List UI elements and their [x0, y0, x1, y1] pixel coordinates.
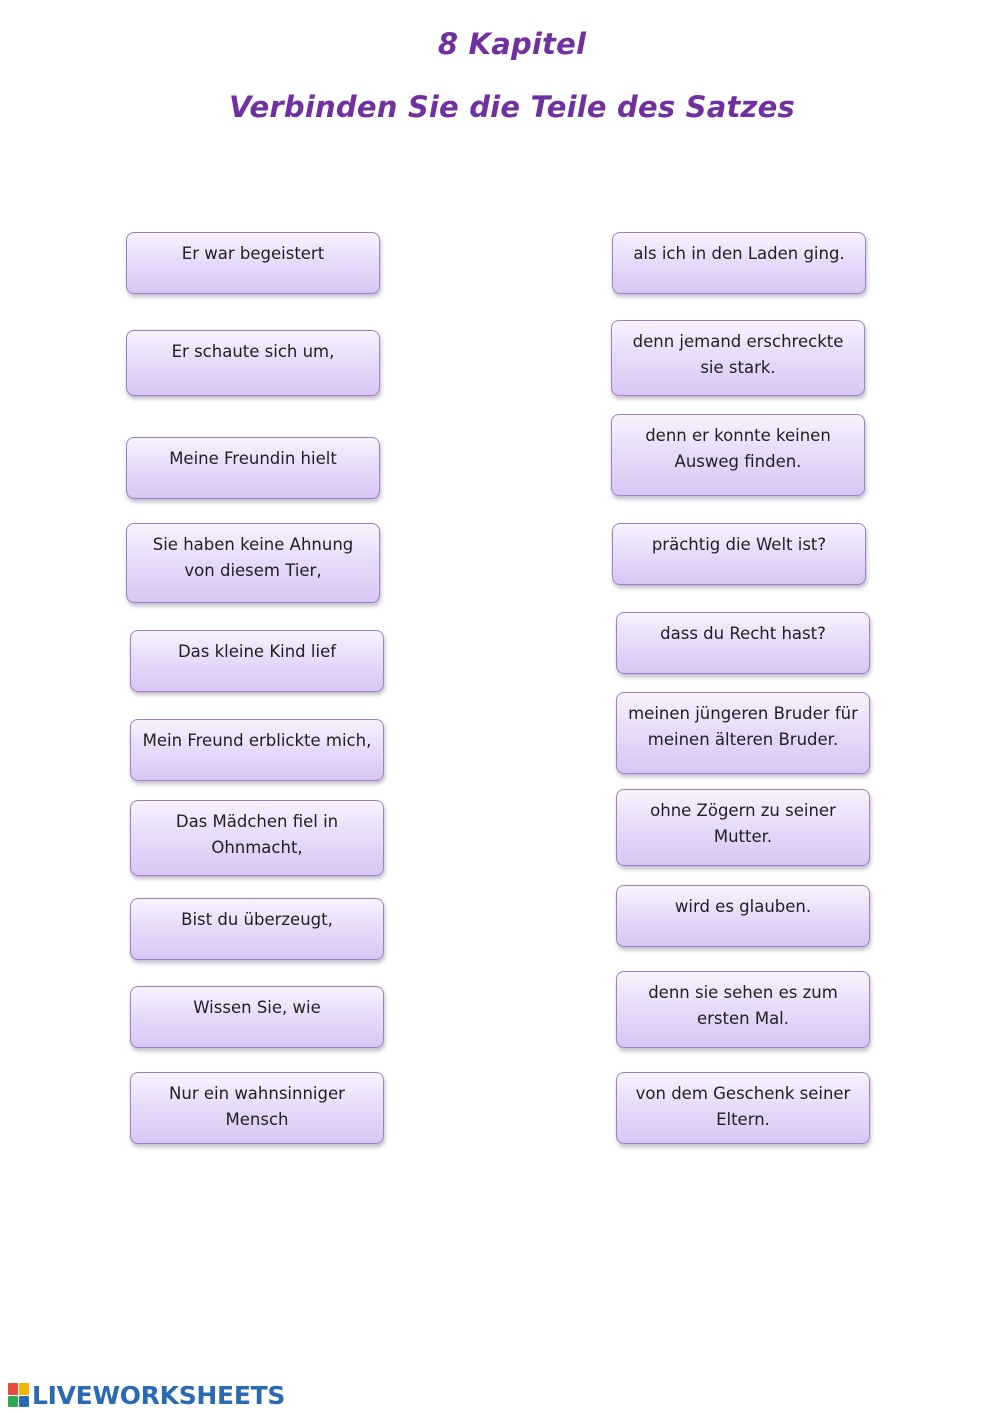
instruction-title: Verbinden Sie die Teile des Satzes	[229, 90, 795, 124]
left-card[interactable]: Nur ein wahnsinniger Mensch	[130, 1072, 384, 1144]
right-card[interactable]: denn sie sehen es zum ersten Mal.	[616, 971, 870, 1048]
right-card[interactable]: als ich in den Laden ging.	[612, 232, 866, 294]
logo-square	[8, 1383, 18, 1395]
right-card[interactable]: wird es glauben.	[616, 885, 870, 947]
left-card[interactable]: Meine Freundin hielt	[126, 437, 380, 499]
logo-square	[8, 1395, 18, 1407]
liveworksheets-logo[interactable]: LIVEWORKSHEETS	[8, 1380, 285, 1410]
left-card[interactable]: Er war begeistert	[126, 232, 380, 294]
right-card[interactable]: dass du Recht hast?	[616, 612, 870, 674]
left-card[interactable]: Das kleine Kind lief	[130, 630, 384, 692]
right-card[interactable]: ohne Zögern zu seiner Mutter.	[616, 789, 870, 866]
left-card[interactable]: Bist du überzeugt,	[130, 898, 384, 960]
left-card[interactable]: Sie haben keine Ahnung von diesem Tier,	[126, 523, 380, 603]
right-card[interactable]: meinen jüngeren Bruder für meinen ältere…	[616, 692, 870, 774]
right-card[interactable]: denn jemand erschreckte sie stark.	[611, 320, 865, 396]
logo-square	[19, 1383, 29, 1395]
logo-square	[19, 1395, 29, 1407]
chapter-title: 8 Kapitel	[437, 27, 587, 61]
left-card[interactable]: Er schaute sich um,	[126, 330, 380, 396]
left-card[interactable]: Mein Freund erblickte mich,	[130, 719, 384, 781]
liveworksheets-logo-icon	[8, 1383, 29, 1407]
right-card[interactable]: von dem Geschenk seiner Eltern.	[616, 1072, 870, 1144]
right-card[interactable]: prächtig die Welt ist?	[612, 523, 866, 585]
right-card[interactable]: denn er konnte keinen Ausweg finden.	[611, 414, 865, 496]
left-card[interactable]: Wissen Sie, wie	[130, 986, 384, 1048]
left-card[interactable]: Das Mädchen fiel in Ohnmacht,	[130, 800, 384, 876]
logo-text: LIVEWORKSHEETS	[32, 1380, 286, 1410]
